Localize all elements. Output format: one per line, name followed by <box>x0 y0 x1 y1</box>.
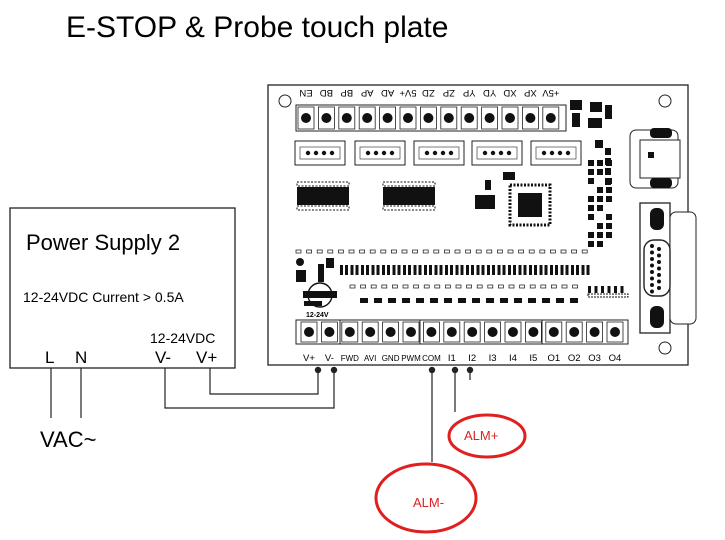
usb-connector <box>629 128 681 189</box>
top-pin-label: YP <box>463 87 476 98</box>
power-supply-box: Power Supply 2 12-24VDC Current > 0.5A 1… <box>9 207 236 369</box>
power-supply-spec: 12-24VDC Current > 0.5A <box>23 289 184 305</box>
smd-component-array <box>588 148 612 247</box>
mounting-hole <box>658 341 672 355</box>
top-pin-label: ZP <box>443 87 455 98</box>
screw-icon <box>304 327 314 337</box>
bottom-pin-label: O3 <box>588 353 601 364</box>
screw-icon <box>548 327 559 337</box>
screw-icon <box>484 113 495 123</box>
chip-mcu <box>503 172 552 227</box>
regulator-label: 12-24V <box>306 312 329 319</box>
controller-board: EN BD BP AP AD 5V+ ZD ZP YP YD XD XP +5V <box>267 84 697 366</box>
screw-icon <box>362 113 373 123</box>
chip-ic1 <box>296 181 350 211</box>
power-supply-output-voltage: 12-24VDC <box>150 330 215 346</box>
alm-plus-annotation: ALM+ <box>447 413 527 459</box>
screw-icon <box>403 113 413 123</box>
top-pin-label: XD <box>503 87 516 98</box>
bottom-pin-label: GND <box>382 354 400 363</box>
bottom-pin-label: I1 <box>448 353 456 364</box>
page-title: E-STOP & Probe touch plate <box>66 11 448 44</box>
bottom-pin-label: COM <box>422 354 441 363</box>
screw-icon <box>382 113 393 123</box>
top-pin-label: 5V+ <box>399 87 417 98</box>
bottom-pin-label: O1 <box>547 353 560 364</box>
top-pin-label: XP <box>524 87 537 98</box>
alm-plus-label: ALM+ <box>464 428 498 443</box>
screw-icon <box>487 327 498 337</box>
screw-icon <box>341 113 352 123</box>
bottom-pin-label: I5 <box>529 353 537 364</box>
mains-label: VAC~ <box>40 427 96 452</box>
mains-leads <box>50 368 82 418</box>
screw-icon <box>324 327 335 337</box>
alm-minus-annotation: ALM- <box>374 462 478 534</box>
mounting-hole <box>658 94 672 108</box>
bottom-pin-label: I4 <box>509 353 517 364</box>
screw-icon <box>443 113 454 123</box>
screw-icon <box>426 327 437 337</box>
bottom-pin-label: O4 <box>609 353 622 364</box>
top-pin-label: AP <box>361 87 374 98</box>
screw-icon <box>301 113 311 123</box>
top-pin-label: AD <box>381 87 394 98</box>
chip-ic2 <box>382 181 436 211</box>
alarm-wires <box>428 366 474 462</box>
screw-icon <box>365 327 376 337</box>
top-pin-label: ZD <box>422 87 435 98</box>
resistor-network <box>295 249 629 303</box>
screw-icon <box>385 327 396 337</box>
terminal-v-plus: V+ <box>196 348 217 367</box>
top-pin-labels: EN BD BP AP AD 5V+ ZD ZP YP YD XD XP +5V <box>299 87 559 98</box>
top-pin-label: +5V <box>542 87 560 98</box>
screw-icon <box>589 327 600 337</box>
screw-icon <box>545 113 556 123</box>
top-pin-label: BD <box>320 87 333 98</box>
screw-icon <box>406 327 416 337</box>
screw-icon <box>344 327 355 337</box>
top-pin-label: EN <box>299 87 312 98</box>
bottom-pin-label: PWM <box>401 354 421 363</box>
bottom-pin-label: O2 <box>568 353 581 364</box>
dc-power-wires <box>164 366 338 409</box>
bottom-pin-label: V+ <box>303 353 315 364</box>
alm-minus-label: ALM- <box>413 495 444 510</box>
bottom-pin-label: FWD <box>341 354 359 363</box>
top-pin-label: YD <box>483 87 496 98</box>
screw-icon <box>525 113 536 123</box>
screw-icon <box>505 113 515 123</box>
screw-icon <box>508 327 518 337</box>
pin-headers <box>294 140 582 166</box>
terminal-l: L <box>45 348 54 367</box>
screw-icon <box>423 113 434 123</box>
db15-connector <box>639 202 697 334</box>
screw-icon <box>528 327 539 337</box>
voltage-regulator: 12-24V <box>303 282 337 319</box>
bottom-pin-label: V- <box>325 353 334 364</box>
terminal-n: N <box>75 348 87 367</box>
small-components <box>296 100 612 282</box>
screw-icon <box>467 327 478 337</box>
terminal-v-minus: V- <box>155 348 171 367</box>
bottom-pin-label: AVI <box>364 354 376 363</box>
top-pin-label: BP <box>340 87 353 98</box>
screw-icon <box>464 113 475 123</box>
bottom-pin-label: I3 <box>489 353 497 364</box>
screw-icon <box>321 113 332 123</box>
screw-icon <box>569 327 580 337</box>
top-terminal-block <box>295 104 567 132</box>
mounting-hole <box>278 94 292 108</box>
screw-icon <box>446 327 457 337</box>
power-supply-name: Power Supply 2 <box>26 230 180 255</box>
screw-icon <box>610 327 620 337</box>
bottom-pin-label: I2 <box>468 353 476 364</box>
bottom-terminal-block <box>295 319 629 345</box>
